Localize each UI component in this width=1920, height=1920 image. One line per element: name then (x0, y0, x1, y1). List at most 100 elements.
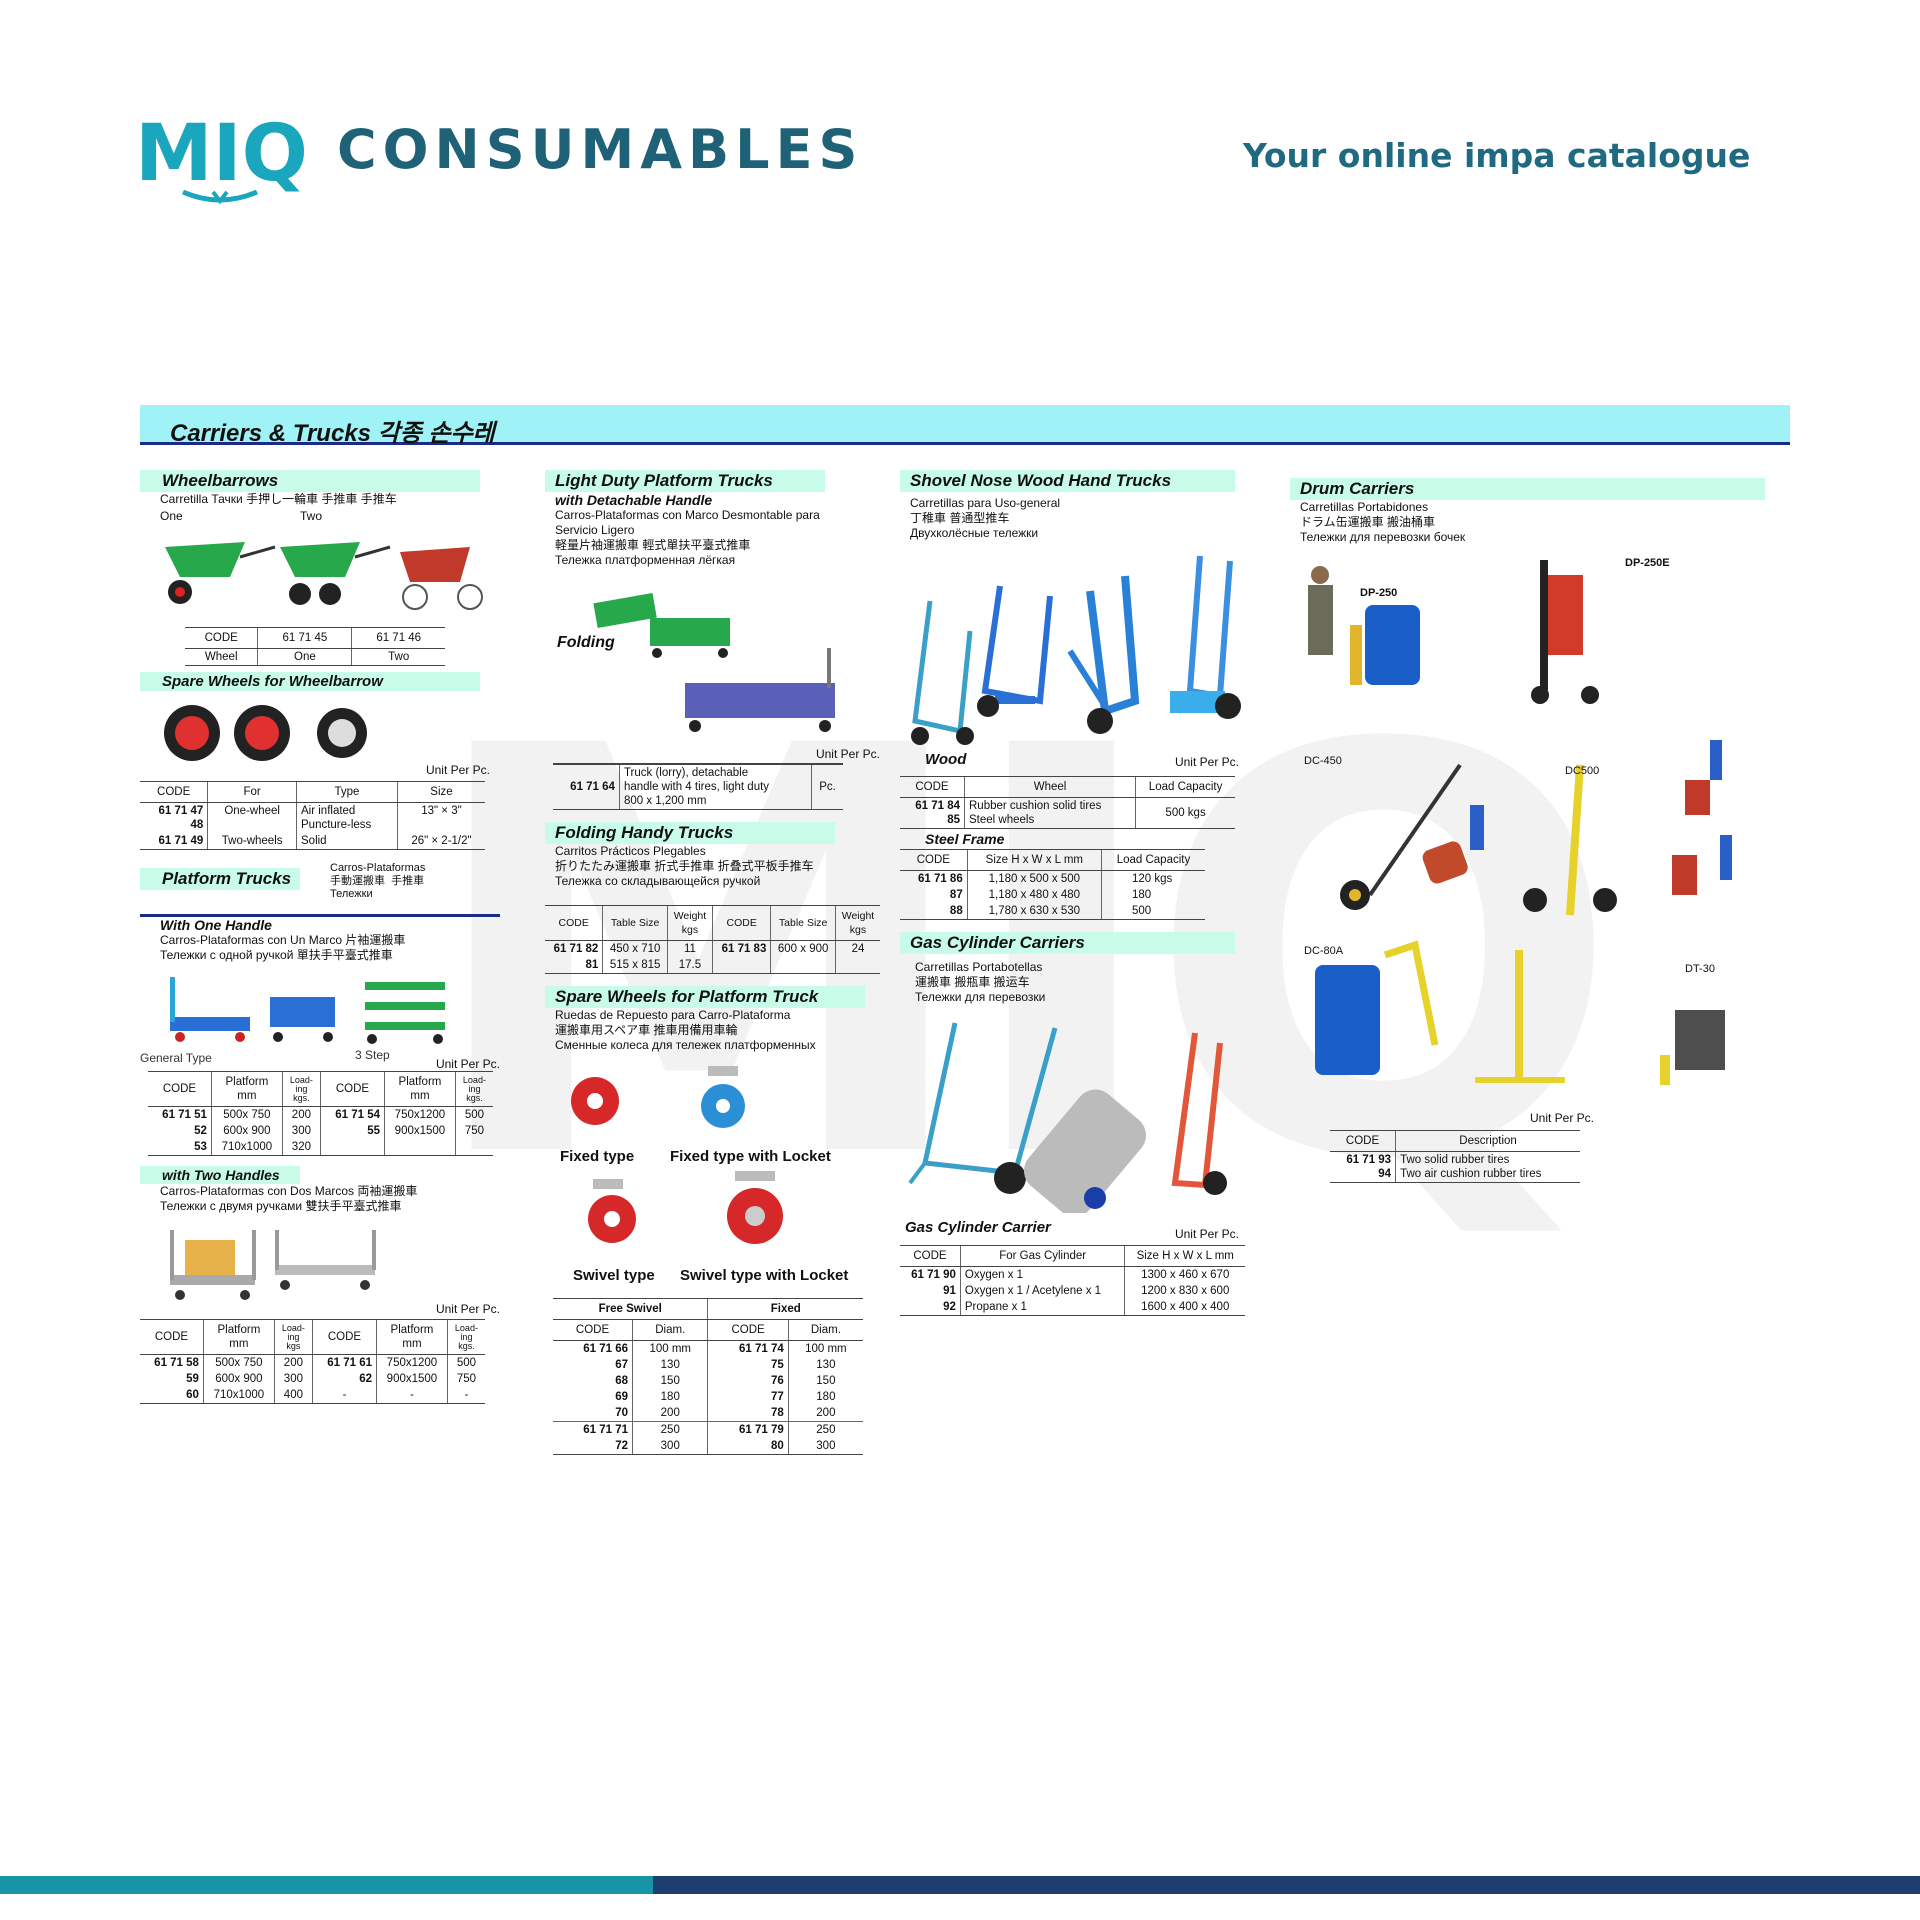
light-duty-sub3: 軽量片袖運搬車 輕式單扶平臺式推車 (555, 538, 751, 552)
table-header: CODE (707, 1319, 789, 1341)
table-header: Weight kgs (666, 905, 713, 941)
table-header: Load- ing kgs. (281, 1071, 321, 1107)
table-cell: 300 (281, 1123, 321, 1139)
table-cell: 1200 x 830 x 600 (1124, 1283, 1245, 1299)
spare-wheels-pt-table: Free Swivel Fixed CODE Diam. CODE Diam. … (553, 1298, 863, 1455)
table-row: 81 515 x 815 17.5 (545, 957, 880, 974)
table-header: Platform mm (210, 1071, 283, 1107)
table-header: CODE (900, 1245, 961, 1267)
unit-per-pc: Unit Per Pc. (425, 763, 490, 777)
platform-trucks-title: Platform Trucks (140, 868, 300, 890)
band-title: Carriers & Trucks 각종 손수레 (170, 420, 495, 447)
wb-header-one: 61 71 45 (257, 627, 352, 649)
label-general-type: General Type (140, 1051, 212, 1065)
table-cell: 600x 900 (210, 1123, 283, 1139)
table-cell: 750 (454, 1123, 493, 1139)
table-cell: 61 71 51 (162, 1109, 207, 1121)
table-cell: 400 (273, 1387, 313, 1404)
table-cell: 61 71 58 (154, 1357, 199, 1369)
table-cell: 55 (319, 1123, 385, 1139)
table-cell: 150 (787, 1373, 863, 1389)
table-row: 88 1,780 x 630 x 530 500 (900, 903, 1205, 920)
table-header: Table Size (602, 905, 668, 941)
table-header: CODE (711, 905, 771, 941)
table-header: Type (296, 781, 398, 803)
one-handle-truck-illustrations (170, 977, 445, 1044)
folding-handy-sub2: 折りたたみ運搬車 折式手推車 折叠式平板手推车 (555, 859, 814, 873)
drum-carriers-sub1: Carretillas Portabidones (1300, 500, 1429, 514)
table-cell: 52 (194, 1125, 207, 1137)
spare-wheel-illustrations (164, 705, 367, 761)
shovel-nose-sub3: Двухколёсные тележки (910, 526, 1039, 540)
unit-per-pc: Unit Per Pc. (435, 1057, 500, 1071)
table-cell (454, 1139, 493, 1156)
table-row: 53 710x1000 320 (148, 1139, 493, 1156)
table-cell: 150 (632, 1373, 708, 1389)
table-cell (834, 957, 880, 974)
drum-carriers-table: CODE Description 61 71 93 94 Two solid r… (1330, 1130, 1580, 1183)
label-fixed-type: Fixed type (560, 1148, 635, 1165)
caster-illustrations (571, 1066, 783, 1244)
table-header: Load- ing kgs. (454, 1071, 493, 1107)
table-header: Size H x W x L mm (966, 849, 1102, 871)
table-cell: 500 (1100, 903, 1205, 920)
label-dc-80a: DC-80A (1304, 945, 1344, 957)
table-cell (770, 957, 836, 974)
table-cell: 24 (834, 940, 880, 957)
table-cell: Oxygen x 1 (959, 1266, 1125, 1283)
spare-wheels-wb-title: Spare Wheels for Wheelbarrow (140, 672, 480, 691)
table-cell: Solid (296, 833, 398, 850)
table-cell: 61 71 93 94 (1330, 1151, 1396, 1183)
spare-wheels-pt-sub1: Ruedas de Repuesto para Carro-Plataforma (555, 1008, 791, 1022)
table-row: 61 71 58 500x 750 200 61 71 61 750x1200 … (140, 1354, 485, 1371)
table-cell: 180 (632, 1389, 708, 1405)
spare-wheels-pt-sub3: Сменные колеса для тележек платформенных (555, 1038, 816, 1052)
label-dc500: DC500 (1565, 765, 1600, 777)
shovel-nose-sub1: Carretillas para Uso-general (910, 496, 1061, 510)
steel-frame-title: Steel Frame (925, 831, 1005, 847)
unit-per-pc: Unit Per Pc. (815, 747, 880, 761)
gas-cylinder-table: CODE For Gas Cylinder Size H x W x L mm … (900, 1245, 1245, 1316)
table-row: 61 71 82 450 x 710 11 61 71 83 600 x 900… (545, 940, 880, 957)
label-one: One (160, 509, 183, 523)
folding-handy-sub1: Carritos Prácticos Plegables (555, 844, 706, 858)
light-duty-title2: with Detachable Handle (555, 492, 713, 508)
section-band: Carriers & Trucks 각종 손수레 (140, 405, 1790, 447)
table-cell: 70 (553, 1405, 633, 1422)
table-cell: 61 71 47 48 (158, 805, 204, 831)
table-cell: 250 (632, 1421, 708, 1438)
table-cell: 180 (1100, 887, 1205, 903)
table-header: CODE (900, 849, 968, 871)
light-duty-sub4: Тележка платформенная лёгкая (555, 553, 736, 567)
table-cell: 600x 900 (202, 1371, 275, 1387)
wb-header-two: 61 71 46 (351, 627, 445, 649)
table-cell: 67 (615, 1359, 629, 1371)
table-cell: 750 (446, 1371, 485, 1387)
wheelbarrows-subtitle: Carretilla Тачки 手押し一輪車 手推車 手推车 (160, 492, 397, 506)
shovel-nose-title: Shovel Nose Wood Hand Trucks (900, 470, 1235, 492)
shovel-nose-sub2: 丁稚車 普通型推车 (910, 511, 1010, 525)
table-row: 92 Propane x 1 1600 x 400 x 400 (900, 1299, 1245, 1316)
table-header: Platform mm (384, 1071, 456, 1107)
table-row: 61 71 51 500x 750 200 61 71 54 750x1200 … (148, 1106, 493, 1123)
table-header: Wheel (963, 776, 1136, 798)
table-header: Size (396, 781, 485, 803)
table-cell: Two (351, 648, 445, 666)
table-cell: 500 (446, 1354, 485, 1371)
label-dp-250: DP-250 (1360, 587, 1398, 599)
drum-carriers-sub2: ドラム缶運搬車 搬油桶車 (1300, 515, 1435, 529)
wood-title: Wood (925, 751, 967, 768)
light-duty-sub2: Servicio Ligero (555, 523, 635, 537)
table-cell: 88 (900, 903, 968, 920)
gas-cylinder-title: Gas Cylinder Carriers (900, 932, 1235, 954)
table-header: For (207, 781, 297, 803)
table-cell: 77 (707, 1389, 789, 1405)
table-cell: 500 (454, 1106, 493, 1123)
drum-carriers-sub3: Тележки для перевозки бочек (1300, 530, 1466, 544)
table-cell: One (257, 648, 352, 666)
platform-trucks-subtitle: Carros-Plataformas 手動運搬車 手推車 Тележки (330, 862, 426, 900)
table-cell: 120 kgs (1100, 870, 1205, 887)
table-cell: 320 (281, 1139, 321, 1156)
folding-handy-sub3: Тележка со складывающейся ручкой (555, 874, 761, 888)
table-cell: 61 71 83 (711, 940, 771, 957)
